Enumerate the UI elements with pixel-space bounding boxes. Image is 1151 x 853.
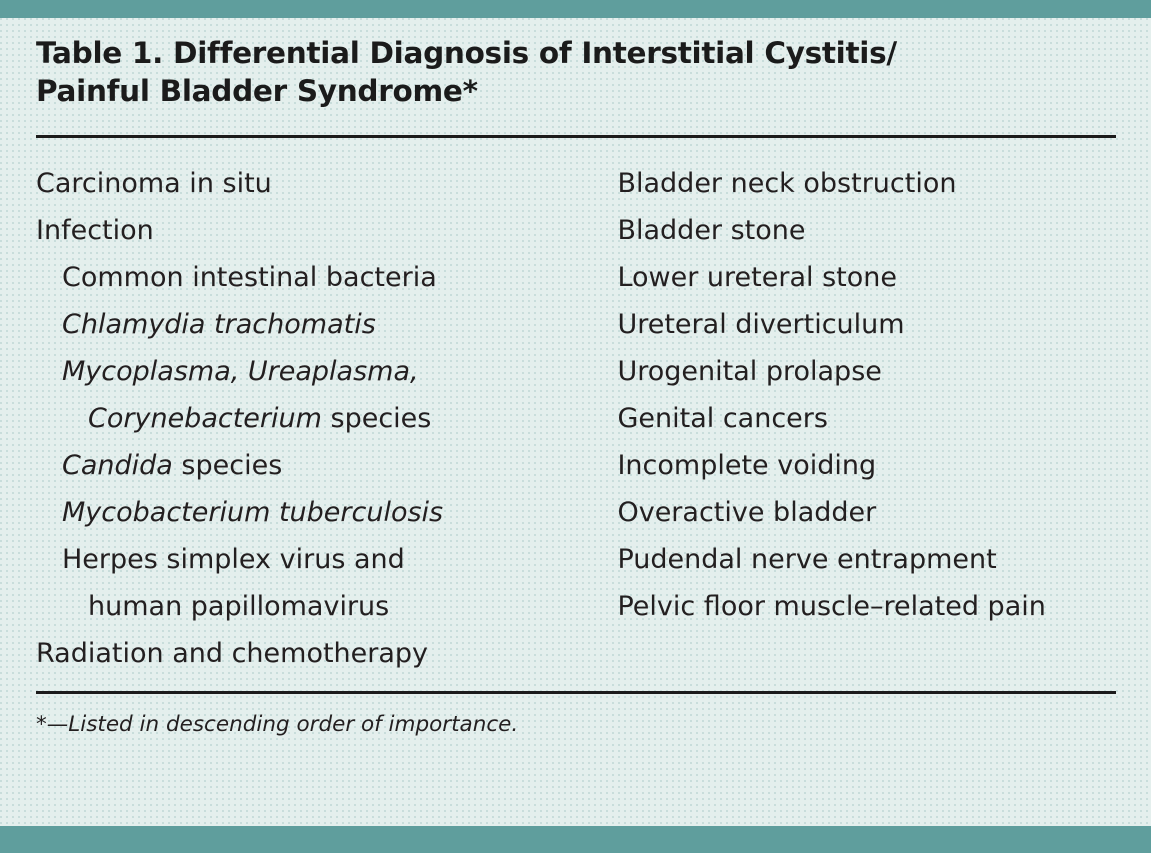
table-footnote: *—Listed in descending order of importan… [36,711,519,737]
list-item-label: Carcinoma in situ [36,167,272,199]
list-item: Bladder neck obstruction [617,160,1115,207]
list-item-wrap-italic: Corynebacterium [88,402,322,434]
list-item: Infection [36,207,617,254]
list-item-label: Pudendal nerve entrapment [617,543,997,575]
list-item: Pelvic floor muscle–related pain [617,583,1115,630]
list-item: Lower ureteral stone [617,254,1115,301]
list-item: Incomplete voiding [617,442,1115,489]
list-item: Candida species [36,442,617,489]
list-item-label: Bladder neck obstruction [617,167,957,199]
list-item-wrap: Corynebacterium species [62,395,617,442]
top-accent-bar [0,0,1151,18]
list-item-label: Chlamydia trachomatis [62,308,376,340]
right-column: Bladder neck obstruction Bladder stone L… [617,160,1115,677]
list-item-label: Genital cancers [617,402,828,434]
list-item-label: Lower ureteral stone [617,261,897,293]
list-item-label: Candida [62,449,173,481]
list-item: Carcinoma in situ [36,160,617,207]
list-item-wrap: human papillomavirus [88,590,390,622]
list-item: Radiation and chemotherapy [36,630,617,677]
list-item-label: Ureteral diverticulum [617,308,905,340]
list-item-label: Infection [36,214,154,246]
list-item: Herpes simplex virus and human papillomav… [36,536,617,630]
list-item-label: Incomplete voiding [617,449,877,481]
list-item: Mycoplasma, Ureaplasma, Corynebacterium s… [36,348,617,442]
list-item-label: Bladder stone [617,214,806,246]
list-item: Pudendal nerve entrapment [617,536,1115,583]
list-item-label: Radiation and chemotherapy [36,637,429,669]
list-item: Bladder stone [617,207,1115,254]
list-item: Urogenital prolapse [617,348,1115,395]
footer-rule [36,690,1116,694]
list-item: Overactive bladder [617,489,1115,536]
list-item-label: Pelvic floor muscle–related pain [617,590,1046,622]
header-rule [36,134,1116,138]
table-title: Table 1. Differential Diagnosis of Inter… [36,36,897,108]
list-item-label: Mycobacterium tuberculosis [62,496,444,528]
list-item-label: Overactive bladder [617,496,877,528]
list-item: Ureteral diverticulum [617,301,1115,348]
list-item: Genital cancers [617,395,1115,442]
list-item: Chlamydia trachomatis [36,301,617,348]
list-item-label: Mycoplasma, Ureaplasma, [62,355,419,387]
list-item-label: Common intestinal bacteria [62,261,437,293]
list-item-wrap-roman: species [321,402,432,434]
list-item: Common intestinal bacteria [36,254,617,301]
left-column: Carcinoma in situ Infection Common intes… [36,160,617,677]
bottom-accent-bar [0,826,1151,853]
list-item-label: Urogenital prolapse [617,355,882,387]
list-item-label: Herpes simplex virus and [62,543,405,575]
table-content: Table 1. Differential Diagnosis of Inter… [36,36,1116,737]
list-item: Mycobacterium tuberculosis [36,489,617,536]
list-item-suffix: species [172,449,283,481]
table-body: Carcinoma in situ Infection Common intes… [36,138,1115,691]
